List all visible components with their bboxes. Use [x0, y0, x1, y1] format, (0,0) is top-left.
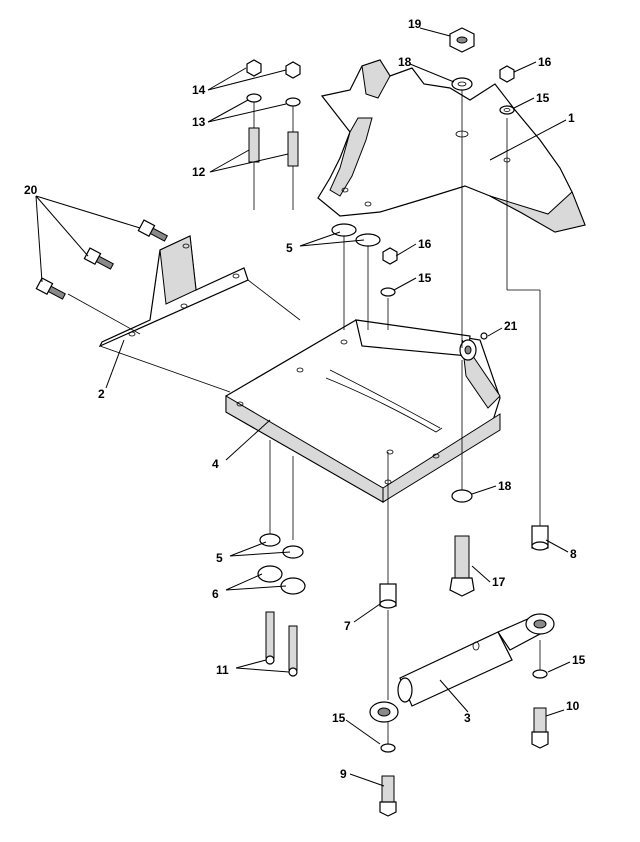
callout-labels: 1 2 3 4 5 5 6 7 8 9 10 11 12 13 14 15 15… — [24, 17, 586, 781]
callout-13: 13 — [192, 115, 206, 129]
carrier-bracket — [225, 319, 501, 503]
callout-16: 16 — [538, 55, 552, 69]
callout-4: 4 — [212, 457, 219, 471]
callout-2: 2 — [98, 387, 105, 401]
callout-18: 18 — [398, 55, 412, 69]
callout-18: 18 — [498, 479, 512, 493]
mounting-bracket — [98, 235, 301, 393]
callout-7: 7 — [344, 619, 351, 633]
callout-14: 14 — [192, 83, 206, 97]
callout-21: 21 — [504, 319, 518, 333]
callout-16: 16 — [418, 237, 432, 251]
hardware — [35, 27, 549, 817]
frame-plate — [317, 59, 586, 233]
callout-6: 6 — [212, 587, 219, 601]
callout-15: 15 — [572, 653, 586, 667]
callout-11: 11 — [216, 663, 229, 677]
callout-12: 12 — [192, 165, 206, 179]
callout-19: 19 — [408, 17, 422, 31]
leader-lines — [35, 27, 571, 787]
callout-15: 15 — [418, 271, 432, 285]
callout-5: 5 — [216, 551, 223, 565]
callout-15: 15 — [332, 711, 346, 725]
callout-9: 9 — [340, 767, 347, 781]
callout-1: 1 — [568, 111, 575, 125]
callout-17: 17 — [492, 575, 506, 589]
callout-10: 10 — [566, 699, 580, 713]
hydraulic-cylinder — [369, 613, 555, 723]
callout-15: 15 — [536, 91, 550, 105]
callout-3: 3 — [464, 711, 471, 725]
callout-8: 8 — [570, 547, 577, 561]
callout-5: 5 — [286, 241, 293, 255]
assembly-lines — [67, 90, 541, 745]
callout-20: 20 — [24, 183, 38, 197]
